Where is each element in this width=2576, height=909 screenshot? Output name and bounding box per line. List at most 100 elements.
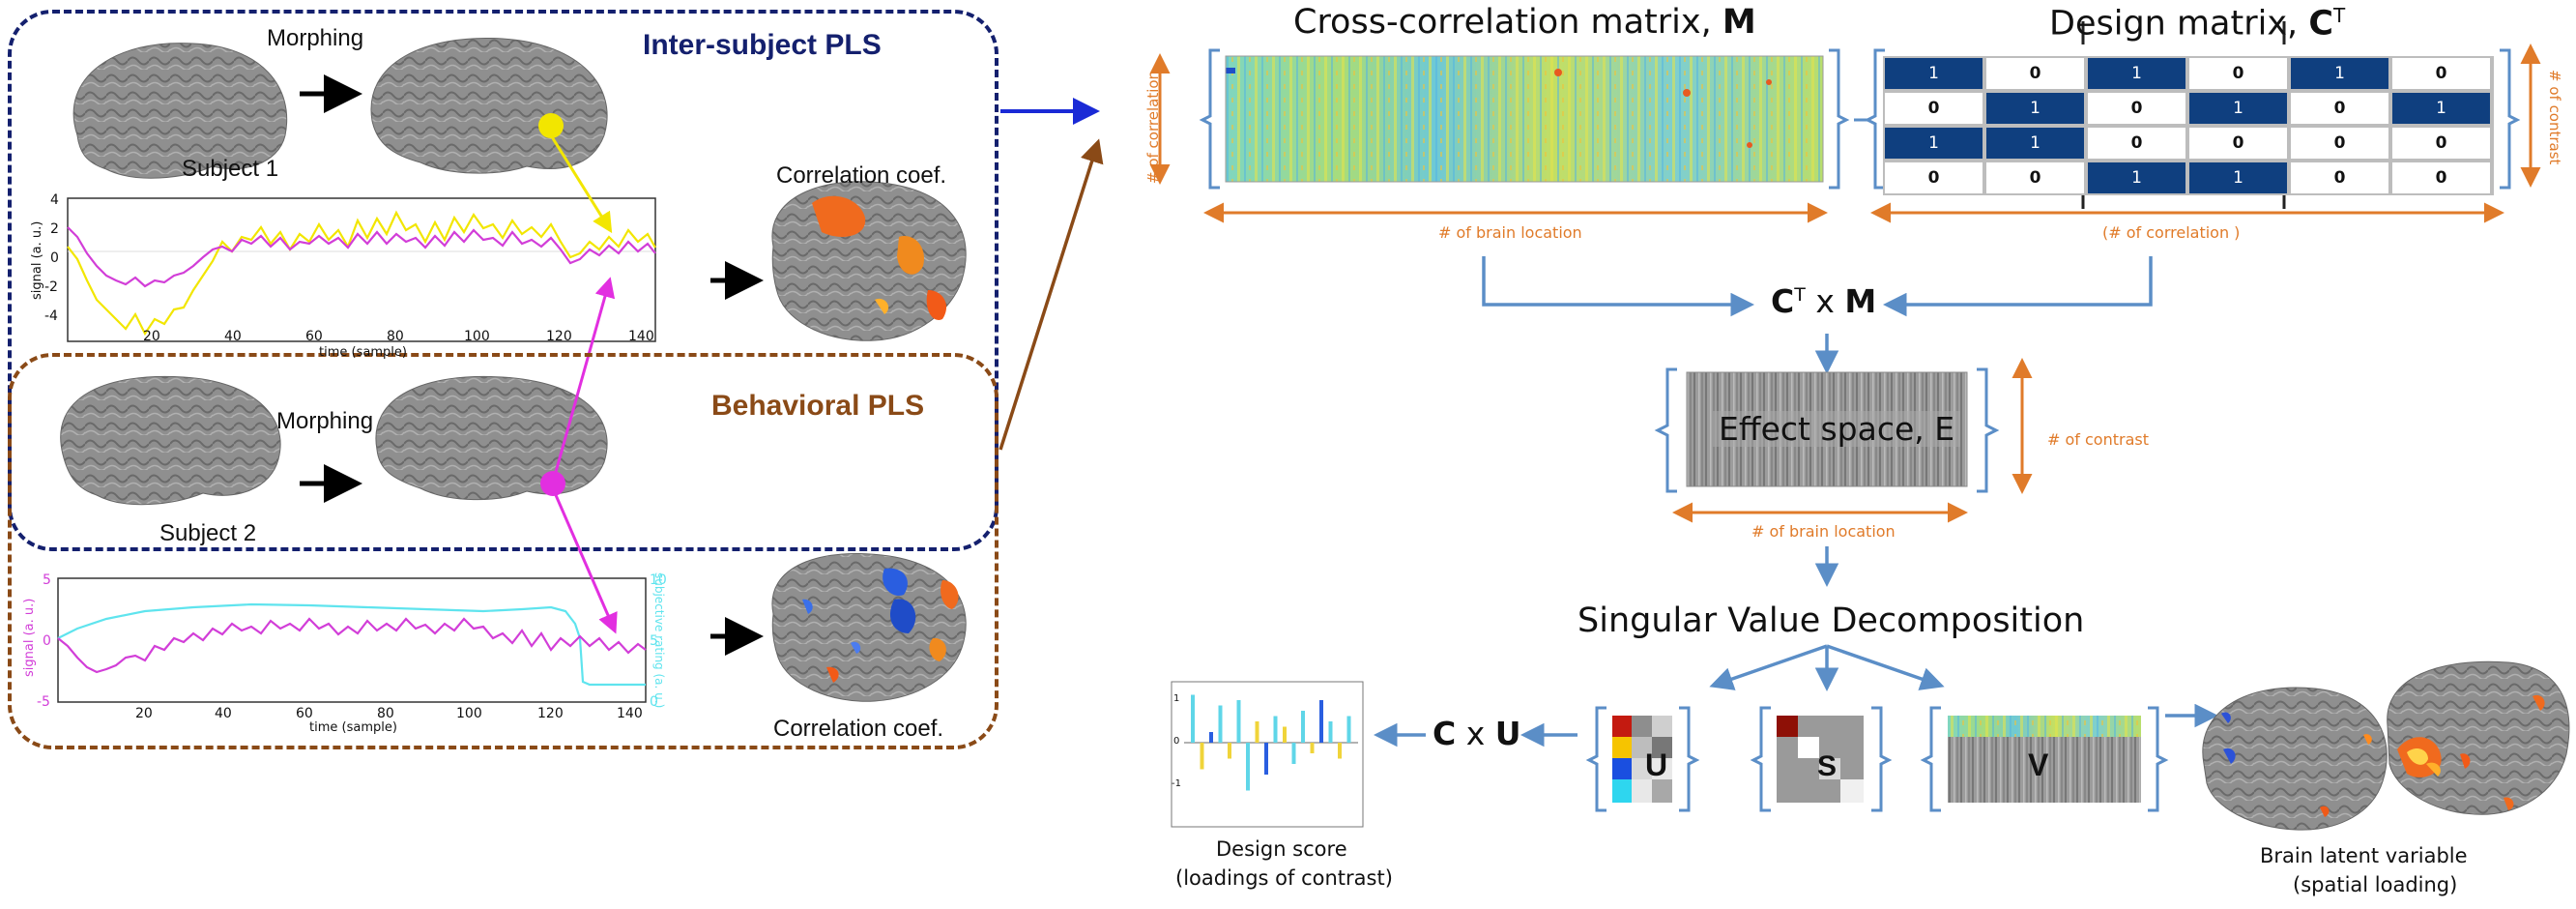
brain-latent-right	[2387, 660, 2570, 815]
cross-correlation-symbol: M	[1722, 3, 1756, 42]
design-cell: 0	[2392, 128, 2490, 159]
score-bar	[1319, 700, 1323, 743]
signal-plot-1	[67, 197, 656, 342]
design-cell: 1	[2291, 58, 2388, 89]
plot1-xtick-5: 120	[546, 329, 572, 344]
plot2-xtick-1: 40	[215, 706, 232, 721]
score-bar	[1291, 743, 1296, 764]
cross-correlation-matrix	[1225, 55, 1824, 183]
plot1-ytick-1: 2	[50, 221, 59, 237]
design-cell: 0	[1986, 58, 2084, 89]
cxu-c: C	[1433, 715, 1457, 752]
score-bar	[1283, 726, 1287, 743]
design-cell: 0	[2189, 128, 2287, 159]
design-cell: 1	[2189, 93, 2287, 124]
bracket-left-V	[1920, 706, 1941, 812]
bracket-left-U	[1585, 706, 1606, 812]
brain-subject-1-morphed	[370, 37, 608, 174]
plot1-xtick-0: 20	[143, 329, 160, 344]
bracket-right-C	[2500, 48, 2521, 190]
behavioral-pls-box	[8, 353, 999, 749]
design-cell: 0	[1986, 162, 2084, 193]
s-matrix	[1777, 716, 1864, 803]
plot2-ytick-right-1: 5	[650, 633, 658, 649]
brain-subject-2-morphed	[375, 375, 608, 501]
ctm-expression: CT x M	[1771, 285, 1876, 317]
score-bar	[1310, 743, 1315, 753]
plot2-xtick-0: 20	[135, 706, 153, 721]
design-cell: 1	[1986, 128, 2084, 159]
design-cell: 1	[1885, 128, 1983, 159]
bracket-right-V	[2148, 706, 2169, 812]
plot2-xlabel: time (sample)	[309, 720, 397, 735]
design-cell: 0	[2291, 162, 2388, 193]
score-bar	[1328, 721, 1333, 743]
correlation-coef-label-1: Correlation coef.	[776, 162, 947, 189]
v-label: V	[2028, 748, 2049, 782]
flow-SVD-to-V	[1826, 644, 1945, 690]
flow-M-to-CtM	[1482, 256, 1754, 317]
plot1-ytick-4: -4	[44, 308, 58, 324]
plot2-ytick-right-0: 10	[650, 572, 667, 588]
morphing-label-2: Morphing	[276, 408, 374, 434]
plot2-ylabel: signal (a. u.)	[22, 598, 37, 677]
flow-C-to-CtM	[1883, 256, 2153, 317]
morphing-label-1: Morphing	[267, 25, 364, 51]
design-cell: 0	[2392, 162, 2490, 193]
plot1-ytick-2: 0	[50, 250, 59, 266]
brain-latent-caption-2: (spatial loading)	[2293, 873, 2458, 896]
score-bar	[1200, 743, 1204, 770]
design-cell: 0	[2291, 93, 2388, 124]
plot2-ytick-0: 5	[43, 572, 51, 588]
plot1-ytick-3: -2	[44, 279, 58, 295]
score-bar	[1338, 743, 1342, 759]
plot2-xtick-6: 140	[617, 706, 643, 721]
magenta-connector-down	[554, 494, 618, 634]
design-matrix-symbol: C	[2308, 4, 2333, 44]
signal-plot-2	[57, 577, 647, 703]
score-ytick-1: 0	[1173, 736, 1180, 747]
score-bar	[1273, 716, 1278, 743]
s-label: S	[1817, 750, 1838, 782]
bracket-right-M	[1829, 48, 1850, 190]
brain-subject-1	[72, 43, 288, 179]
ctm-sup: T	[1794, 284, 1806, 306]
brain-correlation-inter	[771, 181, 967, 341]
brain-latent-caption-1: Brain latent variable	[2260, 844, 2468, 867]
signal-yellow	[67, 210, 656, 337]
ctm-m: M	[1844, 282, 1877, 320]
plot1-xtick-6: 140	[628, 329, 654, 344]
design-cell: 0	[1885, 162, 1983, 193]
bracket-left-C	[1864, 48, 1885, 190]
bracket-right-U	[1679, 706, 1700, 812]
cxu-u: U	[1494, 715, 1521, 752]
ctm-x: x	[1805, 282, 1845, 320]
cxu-x: x	[1456, 715, 1495, 752]
brain-latent-left	[2202, 687, 2388, 831]
flow-SVD-to-U	[1709, 644, 1828, 690]
u-label: U	[1645, 748, 1668, 782]
design-cell: 0	[2088, 128, 2185, 159]
design-matrix-title-text: Design matrix,	[2049, 4, 2309, 44]
svd-label: Singular Value Decomposition	[1577, 601, 2085, 640]
design-cell: 1	[2189, 162, 2287, 193]
plot1-xtick-3: 80	[387, 329, 404, 344]
n-correlation-paren-label: (# of correlation )	[2102, 223, 2241, 242]
plot2-xtick-5: 120	[537, 706, 564, 721]
plot2-xtick-3: 80	[377, 706, 394, 721]
plot1-ylabel: signal (a. u.)	[30, 220, 44, 300]
score-bar	[1209, 732, 1213, 743]
design-cell: 1	[1986, 93, 2084, 124]
brain-subject-2	[60, 375, 281, 506]
ctm-c: C	[1771, 282, 1795, 320]
score-bar	[1228, 743, 1231, 759]
design-cell: 1	[1885, 58, 1983, 89]
bracket-left-M	[1199, 48, 1220, 190]
score-ytick-2: -1	[1172, 778, 1181, 789]
score-bar	[1346, 716, 1351, 743]
design-cell: 0	[2189, 58, 2287, 89]
n-brain-location-label-2: # of brain location	[1751, 522, 1896, 541]
cross-correlation-title-text: Cross-correlation matrix,	[1293, 3, 1722, 42]
inter-subject-pls-title: Inter-subject PLS	[643, 29, 882, 61]
